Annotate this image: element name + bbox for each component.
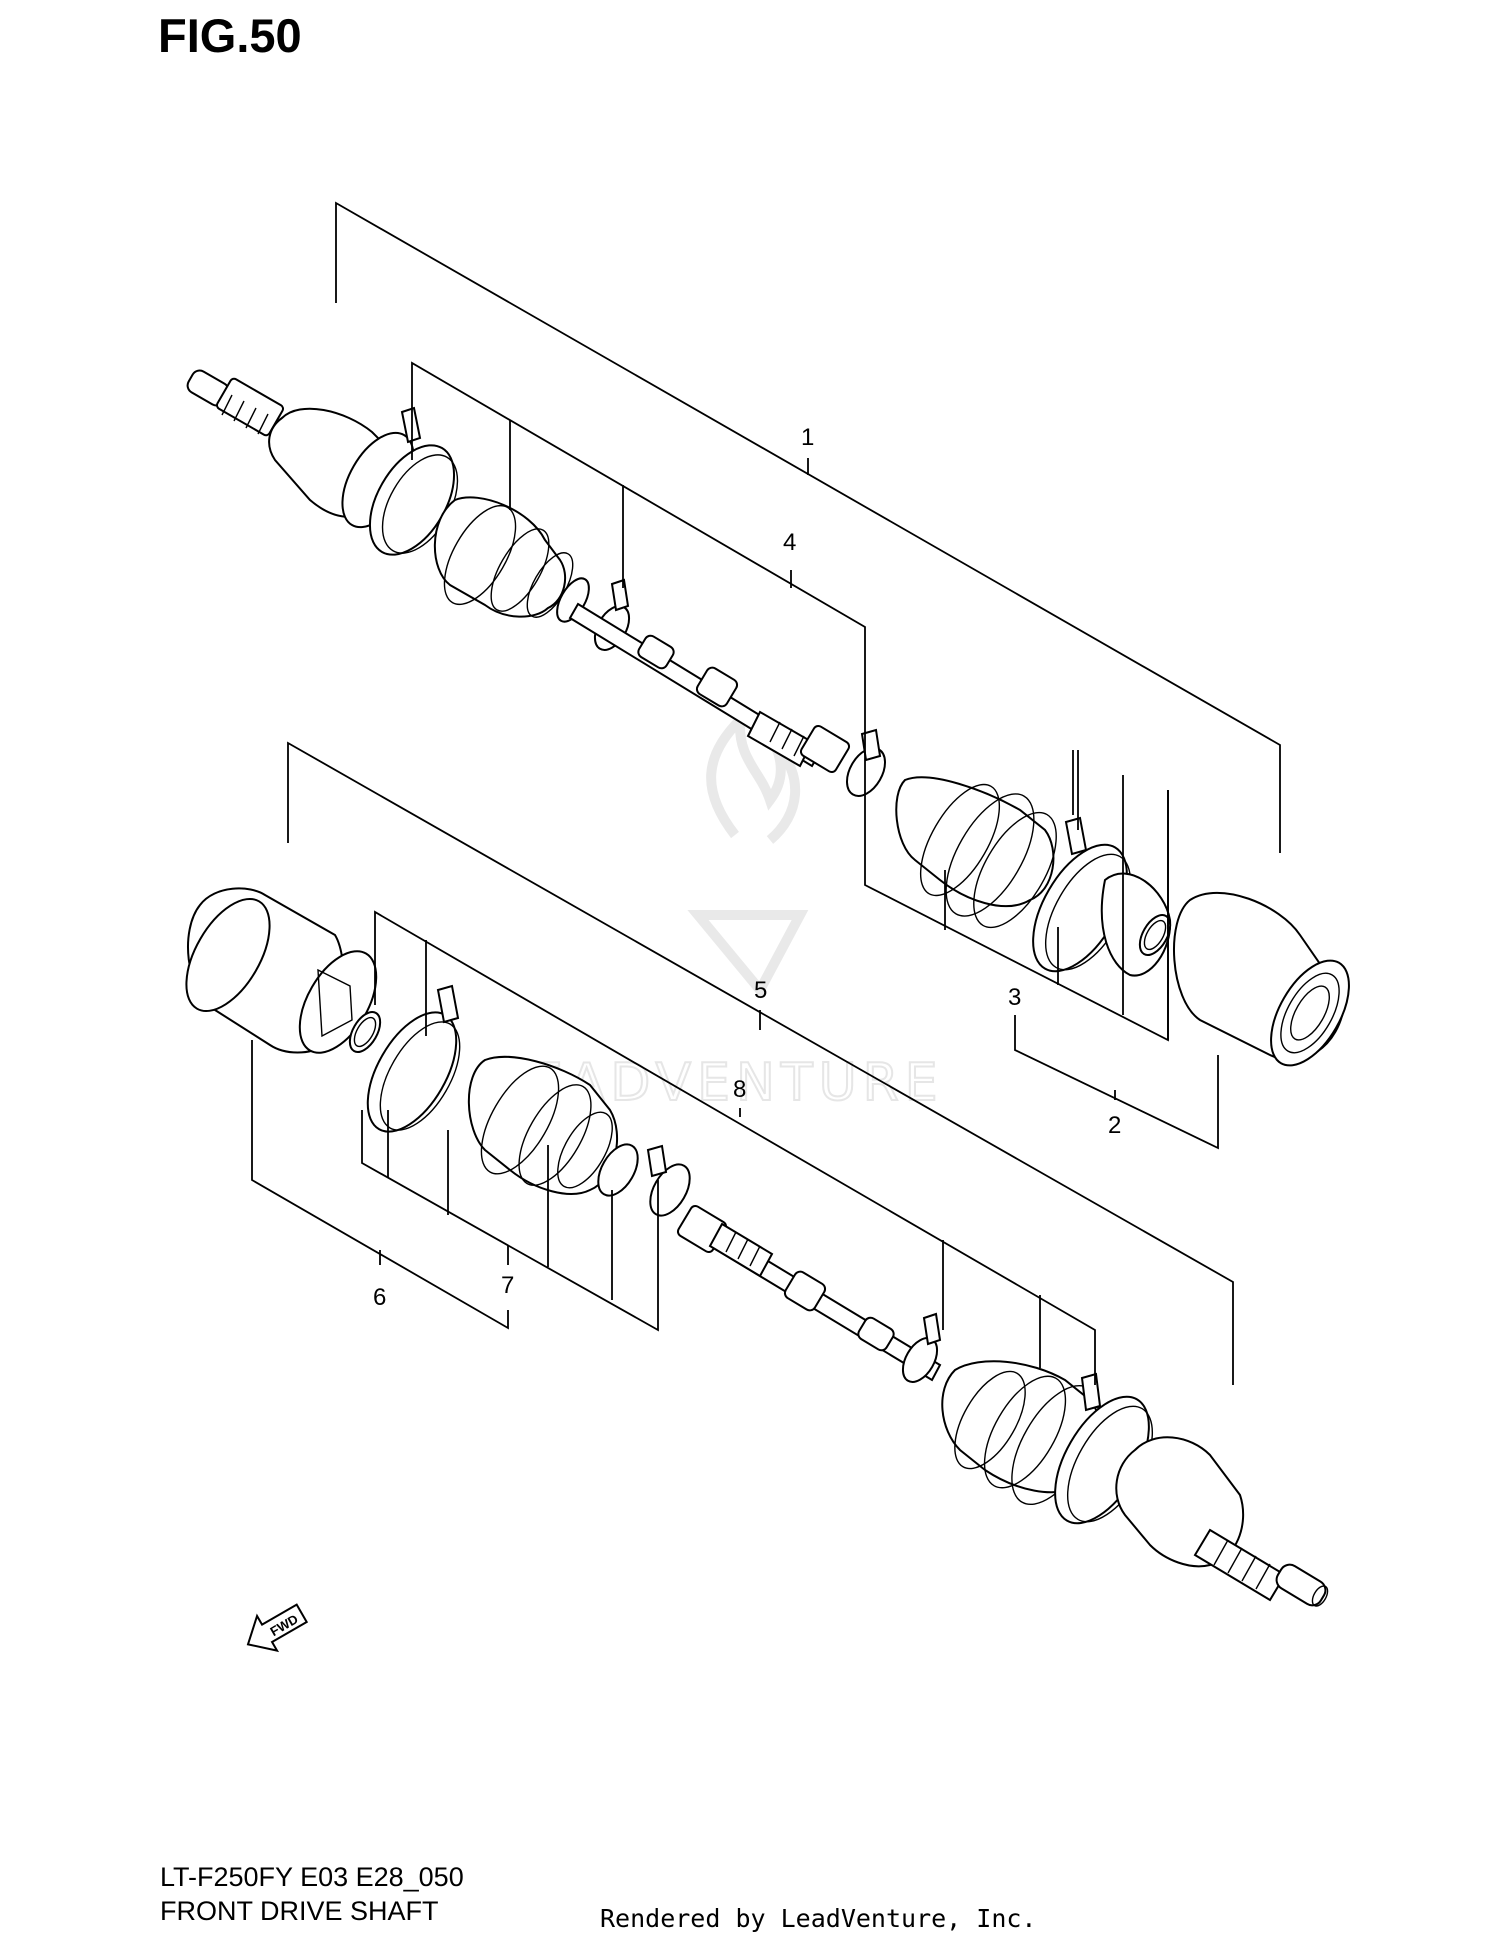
callout-1: 1 [801, 424, 814, 451]
render-credit: Rendered by LeadVenture, Inc. [600, 1904, 1037, 1933]
lower-drive-shaft-assembly [185, 887, 1329, 1607]
figure-title: FIG.50 [158, 9, 302, 62]
callout-8: 8 [733, 1076, 746, 1103]
callout-6: 6 [373, 1284, 386, 1311]
callout-brackets [251, 201, 1281, 1385]
upper-drive-shaft-assembly [186, 369, 1350, 1067]
callout-2: 2 [1108, 1112, 1121, 1139]
callout-labels: 1 4 3 2 5 8 6 7 [373, 424, 1121, 1311]
forward-arrow-icon: FWD [246, 1603, 309, 1653]
callout-7: 7 [501, 1272, 514, 1299]
section-name: FRONT DRIVE SHAFT [160, 1896, 439, 1926]
callout-3: 3 [1008, 984, 1021, 1011]
callout-5: 5 [754, 977, 767, 1004]
callout-4: 4 [783, 529, 796, 556]
model-code: LT-F250FY E03 E28_050 [160, 1862, 464, 1892]
